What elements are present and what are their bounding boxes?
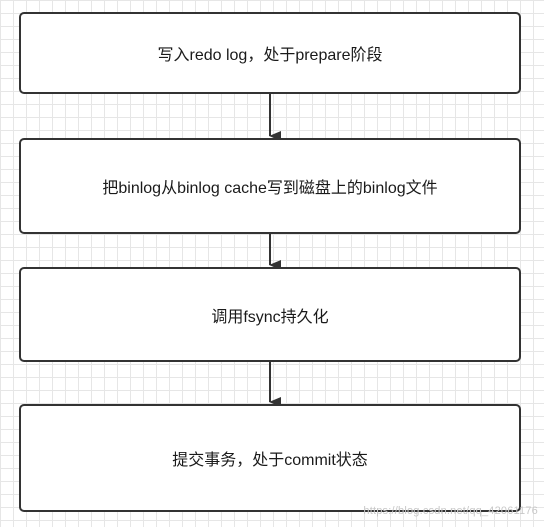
step-label: 把binlog从binlog cache写到磁盘上的binlog文件 xyxy=(102,180,438,197)
step-box-write-redo-log: 写入redo log，处于prepare阶段 xyxy=(19,12,521,94)
step-box-commit: 提交事务，处于commit状态 xyxy=(19,404,521,512)
step-label: 提交事务，处于commit状态 xyxy=(172,452,368,469)
step-box-write-binlog: 把binlog从binlog cache写到磁盘上的binlog文件 xyxy=(19,138,521,234)
step-label: 调用fsync持久化 xyxy=(211,308,329,326)
step-label: 写入redo log，处于prepare阶段 xyxy=(157,47,383,64)
watermark-url: https://blog.csdn.net/qq_42061176 xyxy=(363,505,538,517)
step-box-fsync: 调用fsync持久化 xyxy=(19,267,521,362)
